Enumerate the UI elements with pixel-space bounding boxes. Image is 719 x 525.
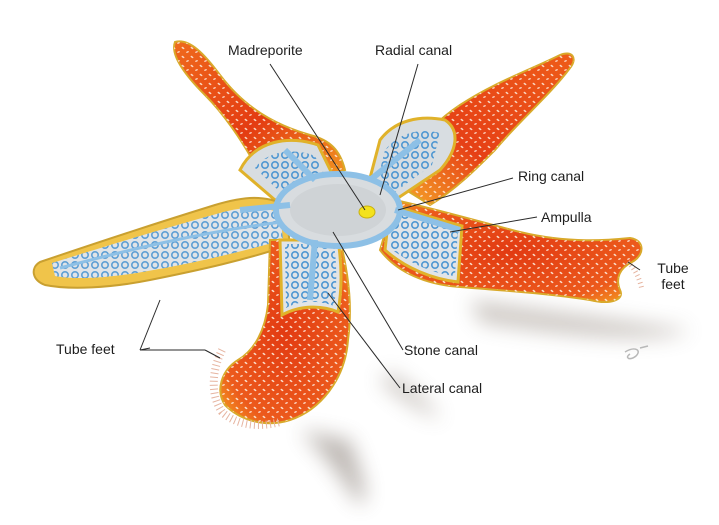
label-stone-canal: Stone canal — [404, 342, 478, 358]
label-lateral-canal: Lateral canal — [402, 380, 482, 396]
cast-shadow — [300, 300, 690, 505]
artist-mark — [625, 346, 648, 359]
label-tube-feet-right: Tube feet — [652, 260, 694, 292]
label-tube-feet-right-line2: feet — [661, 276, 684, 292]
label-ampulla: Ampulla — [541, 209, 592, 225]
label-tube-feet-left: Tube feet — [56, 341, 115, 357]
label-ring-canal: Ring canal — [518, 168, 584, 184]
label-radial-canal: Radial canal — [375, 42, 452, 58]
label-tube-feet-right-line1: Tube — [657, 260, 688, 276]
label-madreporite: Madreporite — [228, 42, 303, 58]
lower-arm — [214, 240, 350, 425]
